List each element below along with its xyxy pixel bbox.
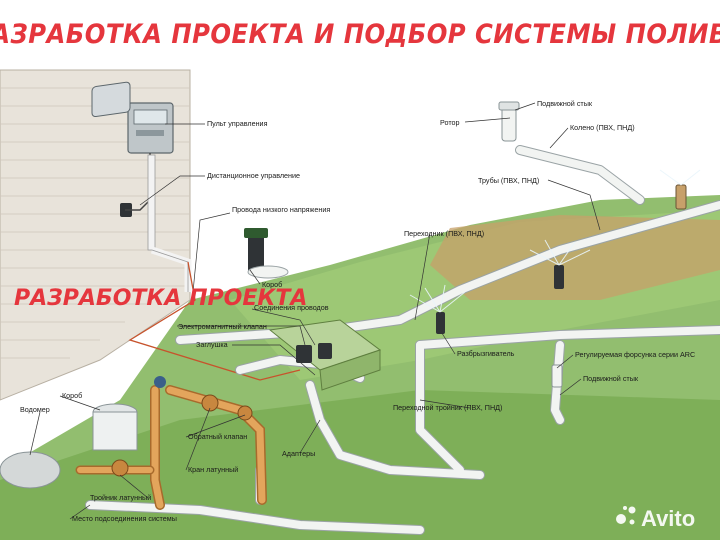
wall-conduit [147, 154, 156, 251]
label-adapter-pipe: Переходник (ПВХ, ПНД) [404, 229, 484, 238]
label-adapters: Адаптеры [282, 449, 315, 458]
label-plug: Заглушка [196, 340, 228, 349]
lawn-box-cap [244, 228, 268, 238]
label-check-valve: Обратный клапан [188, 432, 247, 441]
sprinkler-head-right [554, 265, 564, 289]
panel-buttons [136, 130, 164, 136]
lawn-box-base [247, 265, 289, 279]
watermark-text: Avito [641, 506, 695, 531]
label-controller: Пульт управления [207, 119, 268, 128]
label-box-2: Короб [62, 391, 82, 400]
check-valve-body [237, 405, 253, 421]
water-meter-base [0, 451, 61, 489]
label-connection-point: Место подсоединения системы [72, 514, 177, 523]
valve-box-side [319, 349, 381, 391]
avito-watermark: Avito [616, 506, 695, 531]
leader-lines [29, 102, 601, 520]
label-water-meter: Водомер [20, 405, 50, 414]
lawn-box-body [248, 232, 264, 272]
label-arc-nozzle: Регулируемая форсунка серии ARC [575, 350, 695, 359]
rotor-cap [498, 101, 520, 111]
water-meter-pit [92, 411, 138, 451]
sprinkler-head-center [436, 312, 445, 334]
label-elbow: Колено (ПВХ, ПНД) [570, 123, 635, 132]
solenoid-valve-2 [318, 343, 332, 359]
overlay-heading: РАЗРАБОТКА ПРОЕКТА [14, 286, 307, 311]
label-box: Короб [262, 280, 282, 289]
avito-logo-icon [616, 514, 626, 524]
label-swing-joint-top: Подвижной стык [537, 99, 593, 108]
title-banner: РАЗРАБОТКА ПРОЕКТА И ПОДБОР СИСТЕМЫ ПОЛИ… [0, 0, 720, 68]
label-wire-connection: Соединения проводов [254, 303, 329, 312]
far-rotor-head [675, 184, 687, 210]
label-low-voltage: Провода низкого напряжения [232, 205, 330, 214]
label-swing-joint: Подвижной стык [583, 374, 639, 383]
page-title: РАЗРАБОТКА ПРОЕКТА И ПОДБОР СИСТЕМЫ ПОЛИ… [0, 18, 720, 50]
label-rotor: Ротор [440, 118, 460, 127]
label-solenoid: Электромагнитный клапан [178, 322, 267, 331]
brass-tee-joint [111, 459, 129, 477]
label-brass-tee: Тройник латунный [90, 493, 151, 502]
label-brass-valve: Кран латунный [188, 465, 238, 474]
top-valve-knob [154, 376, 166, 388]
control-panel-screen [133, 109, 168, 125]
control-panel-cover [91, 81, 131, 118]
label-pipes: Трубы (ПВХ, ПНД) [478, 176, 539, 185]
label-remote: Дистанционное управление [207, 171, 300, 180]
brass-valve-handle [201, 394, 219, 412]
spray-plume [409, 169, 701, 313]
arc-nozzle-head [551, 364, 563, 388]
low-voltage-wire [128, 261, 301, 381]
label-sprinkler: Разбрызгиватель [457, 349, 515, 358]
label-transition-tee: Переходной тройник (ПВХ, ПНД) [393, 403, 502, 412]
solenoid-valve [296, 345, 312, 363]
